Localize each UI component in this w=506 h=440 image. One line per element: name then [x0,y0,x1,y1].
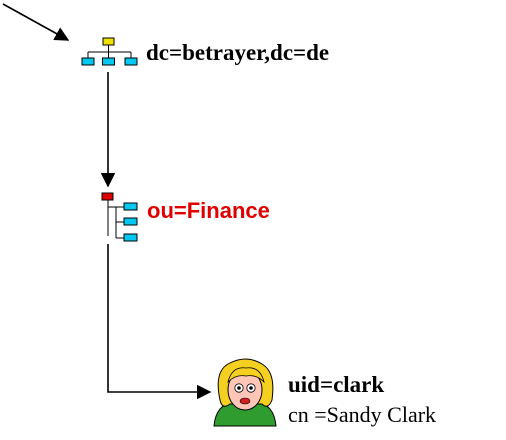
domain-tree-icon [81,37,138,66]
org-unit-icon [101,192,138,242]
user-node-label: uid=clark [288,372,384,397]
connector-ou-to-user [107,244,212,400]
root-node-label: dc=betrayer,dc=de [146,40,329,65]
user-cn-attribute: cn =Sandy Clark [288,402,436,427]
ou-node-label: ou=Finance [147,198,270,223]
user-avatar-icon [213,358,277,427]
incoming-arrow [2,3,70,41]
